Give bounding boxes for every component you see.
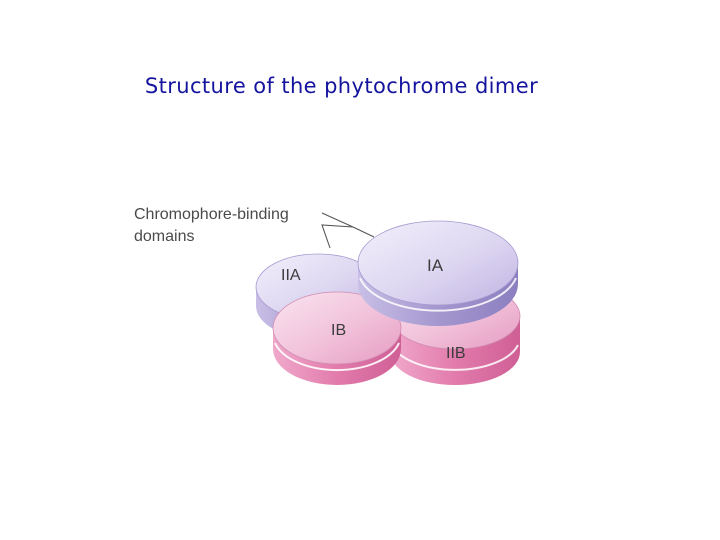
domain-IB-label: IB (331, 322, 346, 339)
domain-IA: IA (358, 221, 518, 326)
domain-IA-label: IA (427, 256, 444, 275)
callout-pointer-IIA (322, 225, 353, 248)
domain-IIA-label: IIA (281, 267, 301, 284)
domain-IIB-label: IIB (446, 345, 466, 362)
callout-label-line2: domains (134, 228, 194, 245)
callout-label-line1: Chromophore-binding (134, 206, 289, 223)
callout-pointer-IA (353, 227, 374, 237)
chromophore-callout: Chromophore-binding domains (134, 206, 374, 248)
